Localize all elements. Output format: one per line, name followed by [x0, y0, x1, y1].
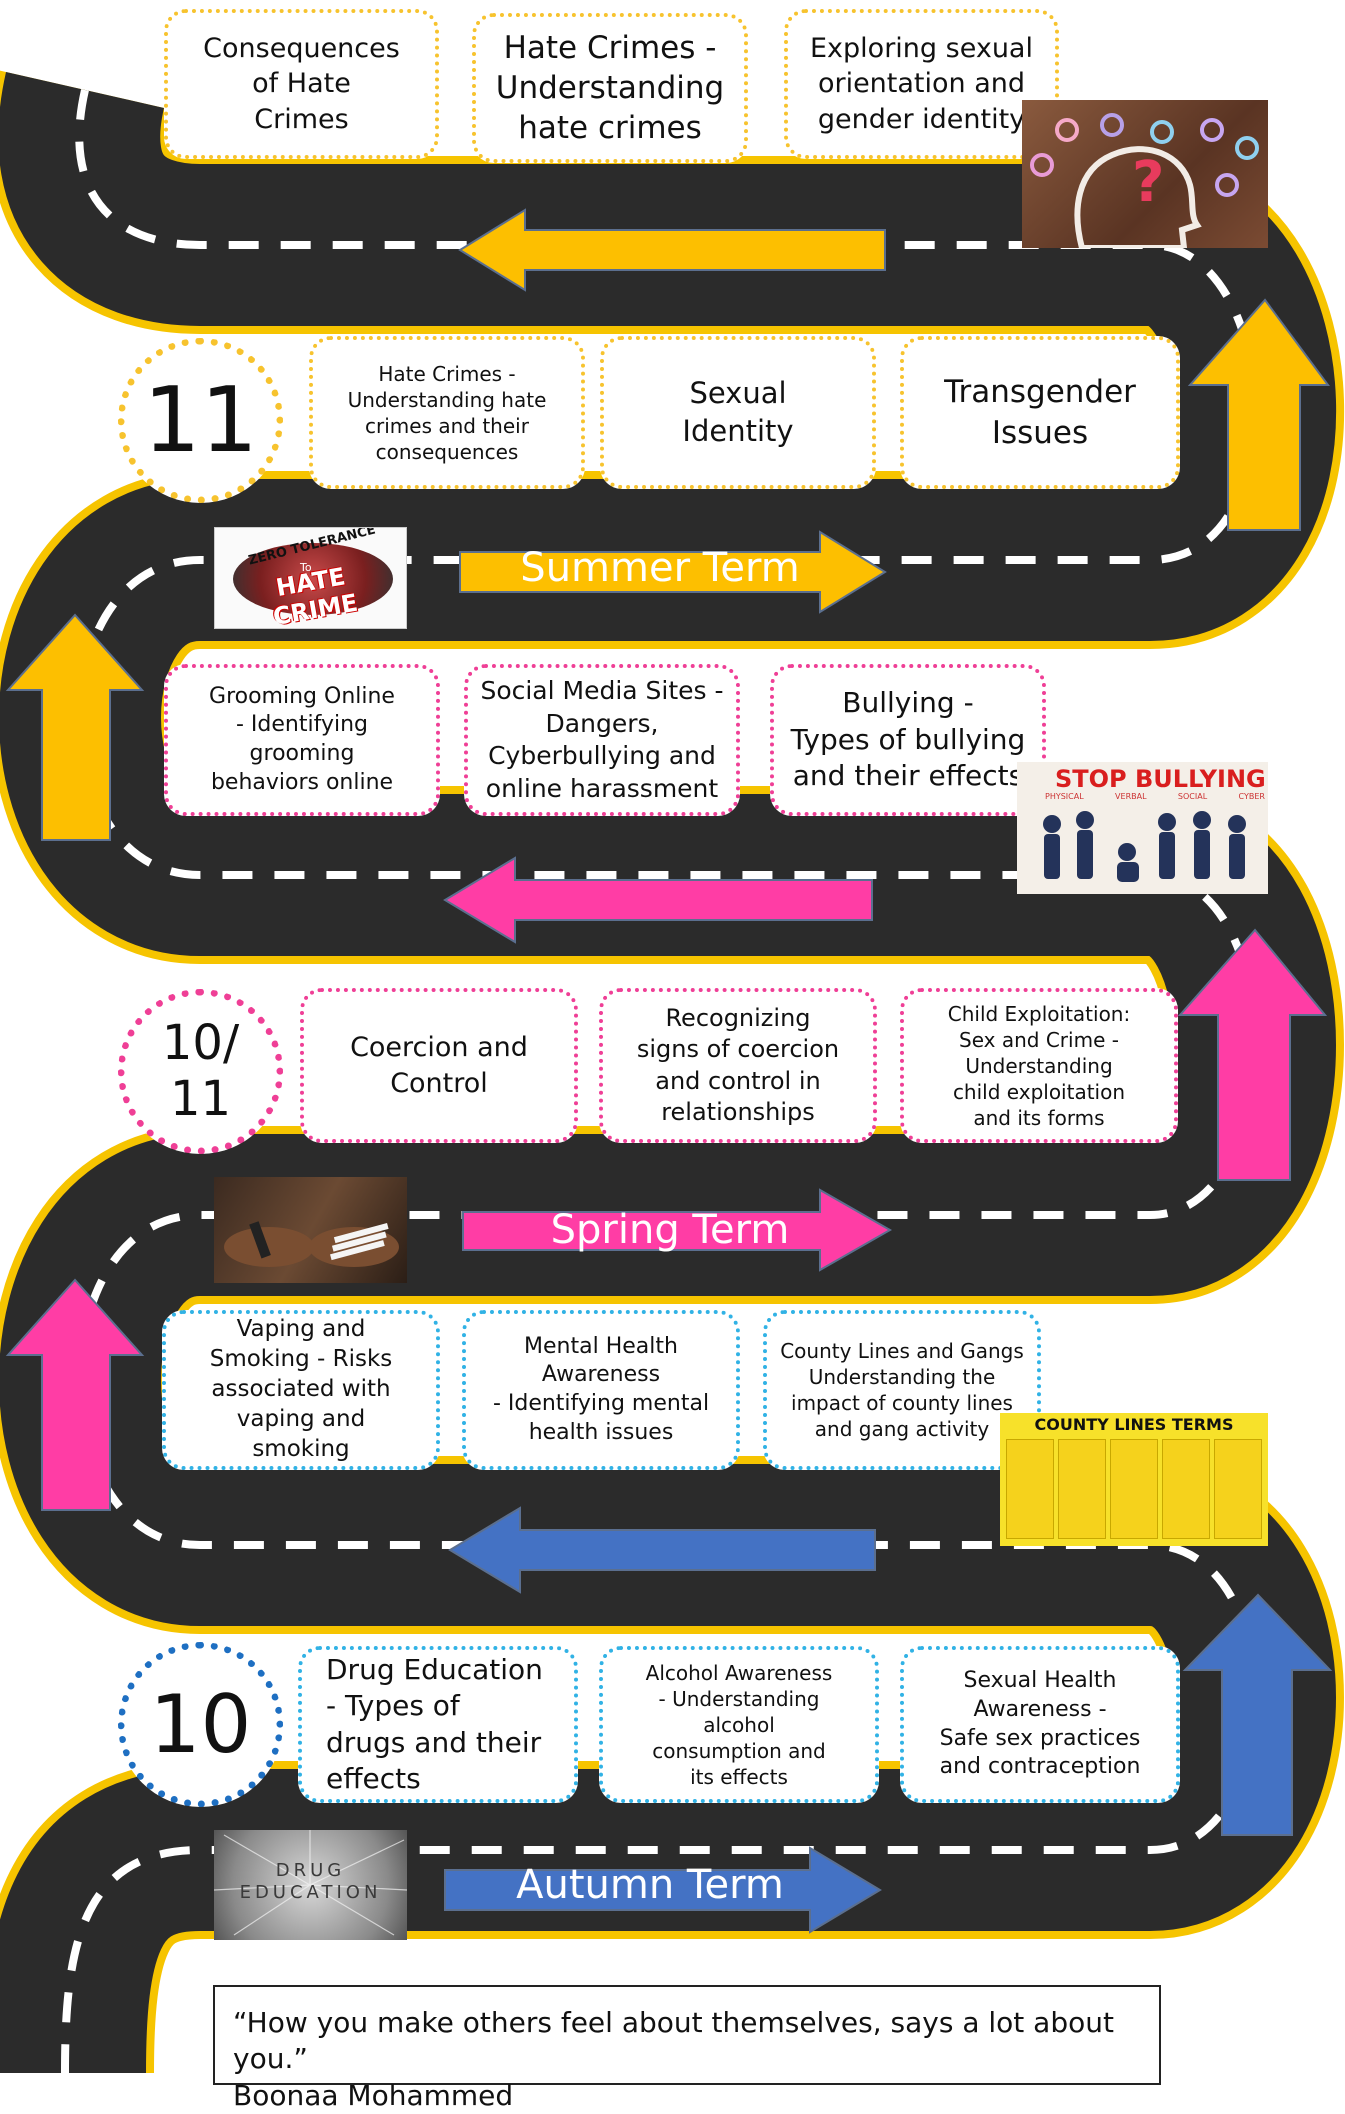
arrow-left-year11-icon: [458, 208, 886, 292]
topic-vaping-smoking: Vaping and Smoking - Risks associated wi…: [162, 1310, 440, 1470]
year-10-11-label: 10/ 11: [118, 989, 283, 1154]
topic-sexual-health: Sexual Health Awareness - Safe sex pract…: [900, 1646, 1180, 1803]
topic-social-media: Social Media Sites - Dangers, Cyberbully…: [464, 664, 740, 816]
topic-transgender-issues: Transgender Issues: [900, 336, 1180, 489]
topic-county-lines: County Lines and Gangs Understanding the…: [763, 1310, 1041, 1470]
year-11-label: 11: [118, 338, 283, 503]
to-text: To: [300, 561, 312, 574]
gender-identity-image: ?: [1022, 100, 1268, 248]
stop-bullying-title: STOP BULLYING: [1055, 765, 1266, 793]
arrow-up-year10-right-icon: [1182, 1593, 1333, 1836]
arrow-up-year10-11-left-icon: [5, 1278, 145, 1511]
bullying-type-social: SOCIAL: [1177, 792, 1208, 801]
topic-sexual-identity: Sexual Identity: [600, 336, 876, 489]
arrow-up-year10-11-right-icon: [1177, 928, 1328, 1181]
topic-hate-crimes-consequences: Hate Crimes - Understanding hate crimes …: [309, 336, 585, 489]
bullying-type-cyber: CYBER: [1238, 792, 1265, 801]
cigarettes-icon: [224, 1221, 399, 1267]
topic-bullying: Bullying - Types of bullying and their e…: [770, 664, 1046, 816]
arrow-up-year11-left-icon: [5, 613, 145, 841]
gender-symbols-icon: [1030, 113, 1259, 248]
vaping-smoking-image: [214, 1177, 407, 1283]
county-lines-terms-image: COUNTY LINES TERMS: [1000, 1413, 1268, 1546]
drug-education-image: DRUG EDUCATION: [214, 1830, 407, 1940]
term-arrow-summer-icon: [459, 530, 887, 614]
arrow-left-year10-icon: [448, 1506, 876, 1594]
arrow-up-year11-right-icon: [1187, 298, 1330, 531]
county-lines-title: COUNTY LINES TERMS: [1034, 1415, 1234, 1434]
quote-text: “How you make others feel about themselv…: [233, 2006, 1114, 2076]
autumn-term-label: Autumn Term: [516, 1862, 784, 1908]
quote-author: Boonaa Mohammed: [233, 2078, 514, 2112]
topic-hate-crimes-understanding: Hate Crimes - Understanding hate crimes: [472, 13, 748, 163]
arrow-left-year10-11-icon: [443, 856, 873, 944]
topic-grooming-online: Grooming Online - Identifying grooming b…: [164, 664, 440, 816]
topic-alcohol-awareness: Alcohol Awareness - Understanding alcoho…: [599, 1646, 879, 1803]
zero-tolerance-hate-crime-image: ZERO TOLERANCE To HATE CRIME: [214, 527, 407, 629]
spring-term-label: Spring Term: [550, 1207, 790, 1253]
summer-term-label: Summer Term: [520, 545, 800, 591]
topic-drug-education: Drug Education - Types of drugs and thei…: [298, 1646, 578, 1803]
topic-mental-health: Mental Health Awareness - Identifying me…: [462, 1310, 740, 1470]
topic-coercion-control: Coercion and Control: [300, 988, 578, 1143]
bullying-type-verbal: VERBAL: [1115, 792, 1147, 801]
year-10-label: 10: [118, 1642, 283, 1807]
cracked-glass-icon: [214, 1830, 407, 1936]
term-arrow-autumn-icon: [444, 1846, 882, 1934]
question-mark-icon: ?: [1132, 150, 1165, 215]
stop-bullying-image: STOP BULLYING PHYSICAL VERBAL SOCIAL CYB…: [1017, 762, 1268, 894]
silhouettes-icon: [1043, 811, 1246, 882]
drug-education-text: DRUG EDUCATION: [239, 1860, 382, 1903]
topic-signs-of-coercion: Recognizing signs of coercion and contro…: [599, 988, 877, 1143]
bullying-type-physical: PHYSICAL: [1045, 792, 1084, 801]
quote-box: “How you make others feel about themselv…: [213, 1985, 1161, 2112]
term-arrow-spring-icon: [462, 1188, 893, 1272]
topic-sexual-orientation: Exploring sexual orientation and gender …: [784, 9, 1059, 159]
topic-consequences-hate-crimes: Consequences of Hate Crimes: [164, 9, 439, 159]
topic-child-exploitation: Child Exploitation: Sex and Crime - Unde…: [900, 988, 1178, 1143]
